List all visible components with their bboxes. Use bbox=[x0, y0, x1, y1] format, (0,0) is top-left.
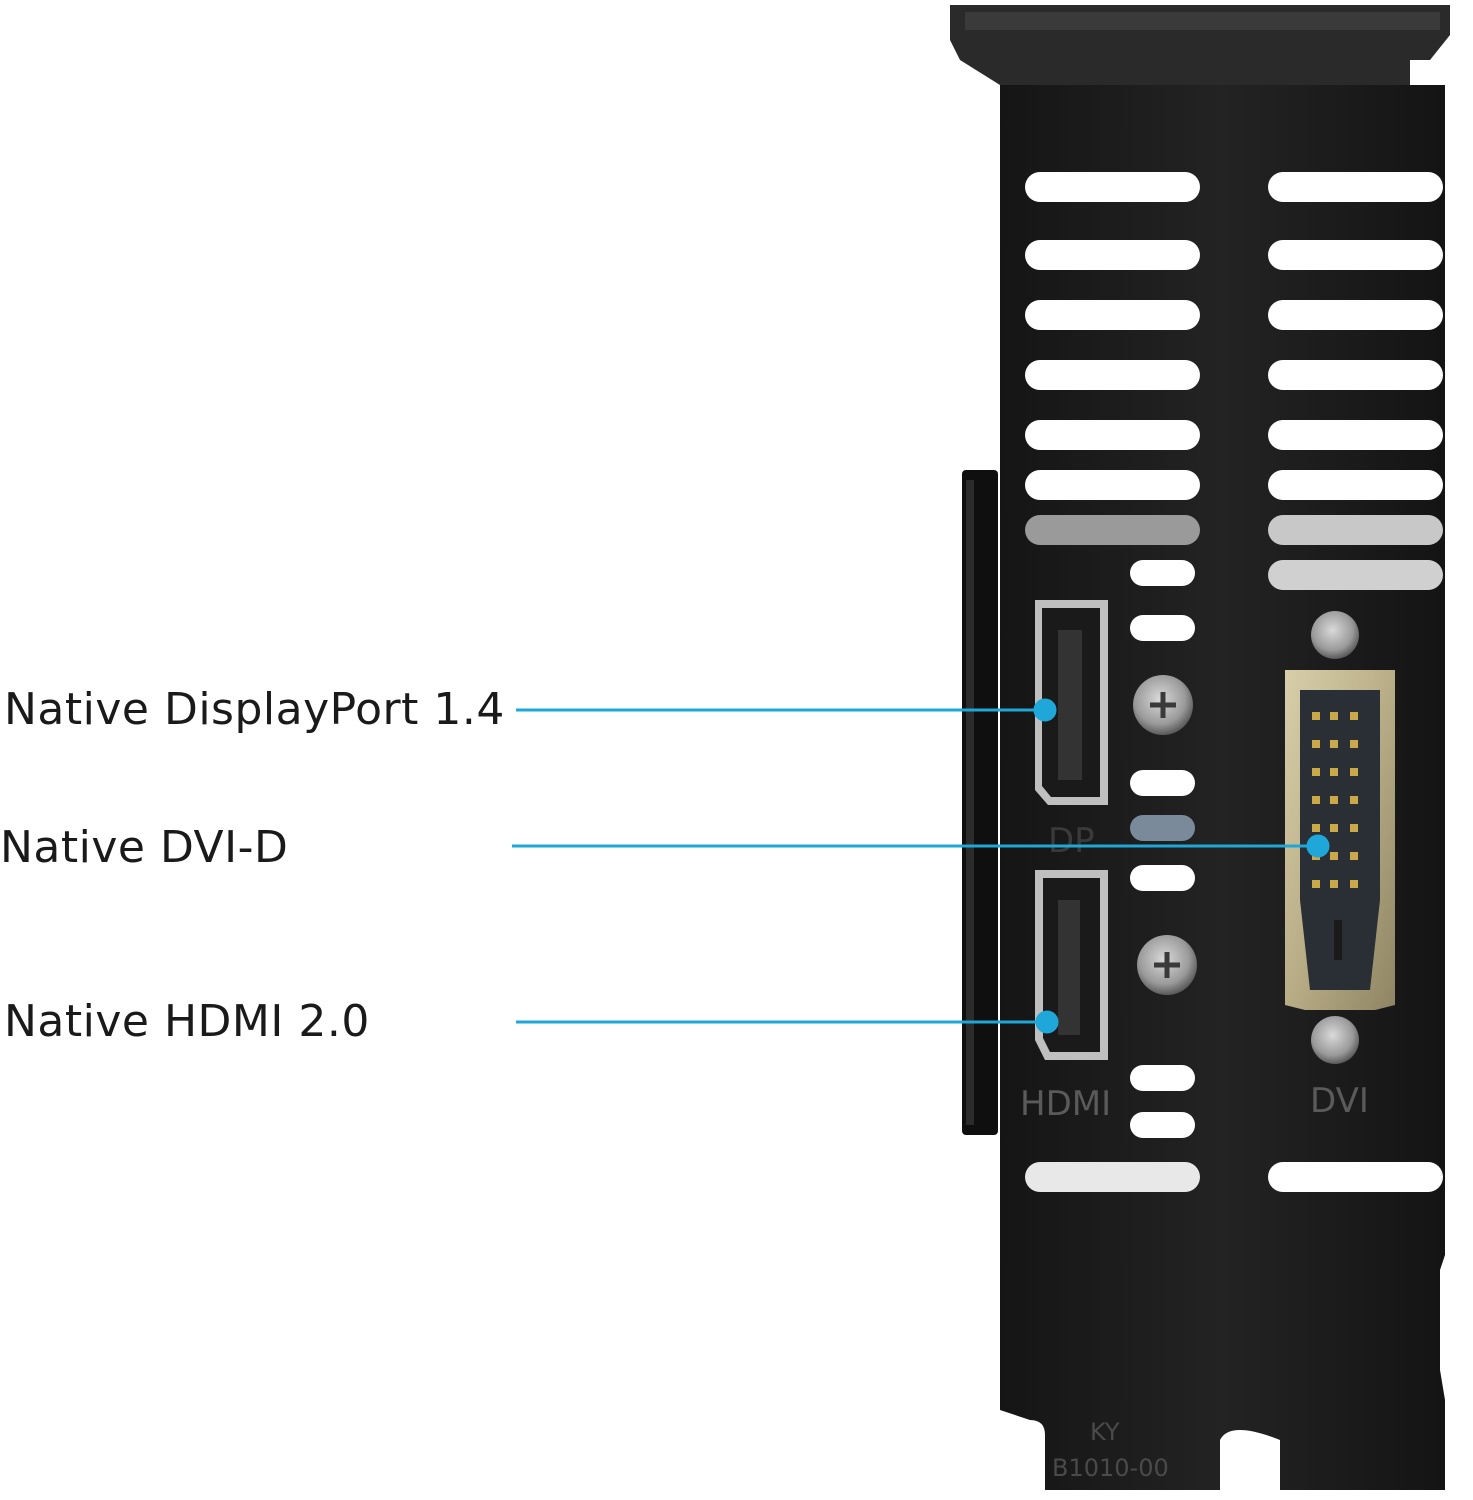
dvi-marking: DVI bbox=[1310, 1081, 1369, 1121]
displayport-port bbox=[1035, 600, 1108, 805]
dvi-port bbox=[1285, 611, 1395, 1064]
part-marking-line2: B1010-00 bbox=[1052, 1454, 1169, 1482]
hdmi-port bbox=[1035, 870, 1108, 1060]
callout-dvi bbox=[512, 834, 1330, 858]
callout-displayport bbox=[516, 698, 1057, 722]
bracket-screw-top bbox=[1133, 675, 1193, 735]
bracket-screw-bottom bbox=[1137, 935, 1197, 995]
vent-slots-left bbox=[1025, 172, 1200, 1192]
dvi-label: Native DVI-D bbox=[0, 822, 289, 873]
hdmi-label: Native HDMI 2.0 bbox=[4, 996, 370, 1047]
vent-slots-right bbox=[1268, 172, 1443, 1192]
hdmi-marking: HDMI bbox=[1020, 1084, 1111, 1124]
part-marking-line1: KY bbox=[1090, 1418, 1120, 1446]
callout-hdmi bbox=[516, 1010, 1059, 1034]
displayport-label: Native DisplayPort 1.4 bbox=[4, 684, 505, 735]
dp-marking: DP bbox=[1048, 821, 1095, 861]
